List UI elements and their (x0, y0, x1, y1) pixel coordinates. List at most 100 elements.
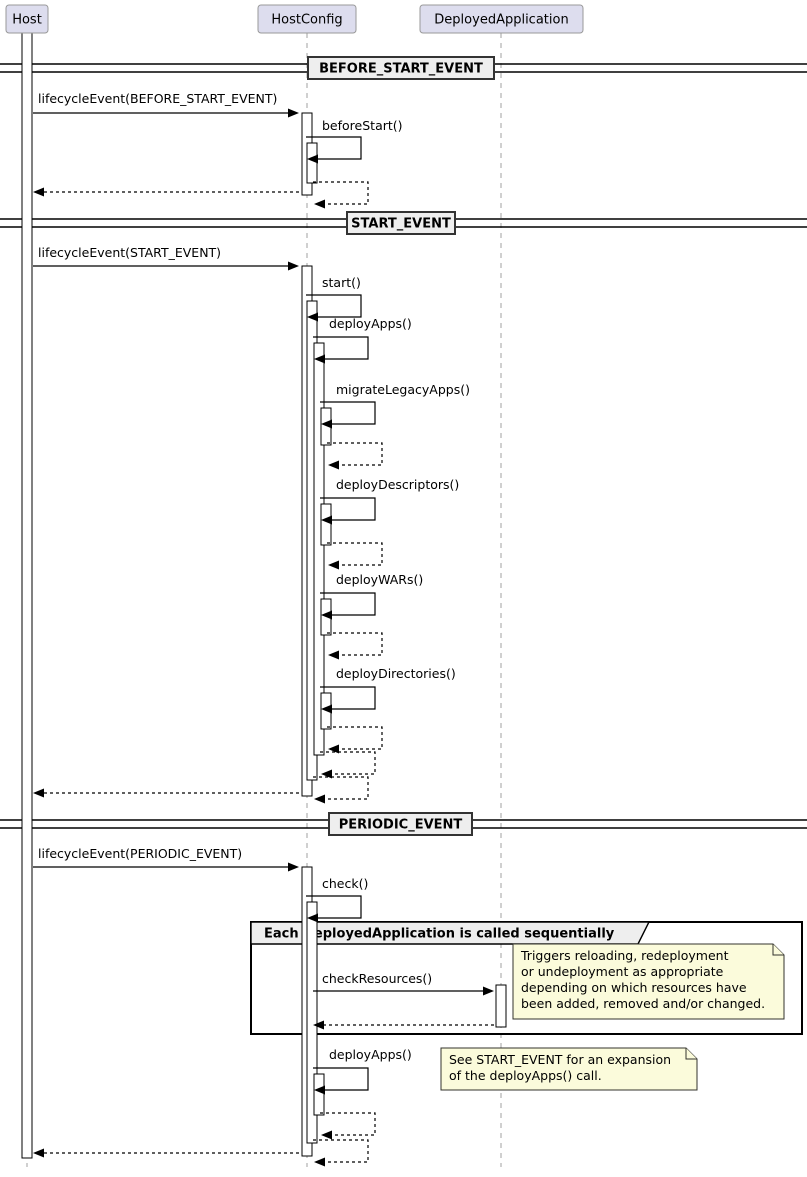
message-self-path-m6 (306, 294, 362, 318)
message-m7: deployApps() (313, 316, 412, 364)
message-self-path-m11 (327, 542, 383, 566)
message-m9 (327, 442, 383, 470)
arrowhead-left (321, 419, 332, 429)
group-each-deployed-application: Each DeployedApplication is called seque… (250, 921, 803, 1035)
message-label-m5: lifecycleEvent(START_EVENT) (38, 245, 221, 260)
arrowhead-right (288, 862, 299, 872)
note-fold-note-deploy-apps (685, 1048, 697, 1060)
message-self-path-m9 (327, 442, 383, 466)
activation-bar-a-cfg-3-s1 (306, 901, 318, 1144)
message-m16 (320, 751, 376, 779)
arrowhead-left (307, 312, 318, 322)
message-self-path-m7 (313, 336, 369, 360)
arrowhead-left (33, 1148, 44, 1158)
message-m6: start() (306, 275, 362, 322)
arrowhead-left (321, 515, 332, 525)
message-label-m14: deployDirectories() (336, 666, 456, 681)
divider-box-before-start (307, 56, 495, 80)
arrowhead-right (483, 986, 494, 996)
arrowhead-left (328, 744, 339, 754)
message-self-path-m24 (320, 1112, 376, 1136)
message-m12: deployWARs() (320, 572, 423, 620)
activation-bar-a-cfg-3-s2 (313, 1073, 325, 1116)
message-m23: deployApps() (313, 1047, 412, 1095)
message-m4 (33, 187, 299, 197)
message-self-path-m2 (306, 136, 362, 160)
note-line-note-deploy-apps-1: of the deployApps() call. (449, 1068, 602, 1083)
participant-host[interactable]: Host (5, 4, 49, 34)
message-m22 (313, 1020, 494, 1030)
lifelines-layer (26, 33, 502, 1167)
arrowhead-left (314, 794, 325, 804)
message-m11 (327, 542, 383, 570)
participants-layer: Host HostConfig DeployedApplication (5, 4, 584, 34)
divider-box-periodic (328, 812, 473, 836)
arrowhead-left (307, 913, 318, 923)
arrowhead-left (33, 788, 44, 798)
message-label-m10: deployDescriptors() (336, 477, 459, 492)
activation-bar-a-dep-1 (495, 984, 507, 1028)
arrowhead-left (314, 1157, 325, 1167)
arrowhead-left (314, 199, 325, 209)
message-self-path-m12 (320, 592, 376, 616)
activation-bar-a-host (21, 32, 33, 1159)
message-self-path-m20 (306, 895, 362, 919)
message-label-m21: checkResources() (322, 971, 432, 986)
message-self-path-m16 (320, 751, 376, 775)
message-m17 (313, 776, 369, 804)
participant-box-config[interactable] (257, 4, 357, 34)
message-m10: deployDescriptors() (320, 477, 459, 525)
participant-deploy[interactable]: DeployedApplication (419, 4, 584, 34)
message-label-m8: migrateLegacyApps() (336, 382, 470, 397)
arrowhead-right (288, 261, 299, 271)
note-line-note-check-resources-1: or undeployment as appropriate (521, 964, 724, 979)
groups-layer: Each DeployedApplication is called seque… (250, 921, 803, 1035)
activation-bar-a-cfg-2-s2 (313, 342, 325, 756)
message-m26 (33, 1148, 299, 1158)
arrowhead-left (328, 650, 339, 660)
message-self-path-m25 (313, 1139, 369, 1163)
participant-label-host: Host (12, 13, 42, 28)
note-body-note-check-resources (512, 943, 785, 1020)
note-line-note-check-resources-0: Triggers reloading, redeployment (520, 948, 729, 963)
message-m13 (327, 632, 383, 660)
arrowhead-left (313, 1020, 324, 1030)
divider-periodic: PERIODIC_EVENT (0, 812, 807, 836)
arrowhead-left (314, 1085, 325, 1095)
messages-layer: lifecycleEvent(BEFORE_START_EVENT)before… (33, 91, 494, 1167)
message-label-m1: lifecycleEvent(BEFORE_START_EVENT) (38, 91, 277, 106)
participant-config[interactable]: HostConfig (257, 4, 357, 34)
message-label-m23: deployApps() (329, 1047, 412, 1062)
arrowhead-left (328, 460, 339, 470)
note-line-note-deploy-apps-0: See START_EVENT for an expansion (449, 1052, 671, 1067)
note-body-note-deploy-apps (440, 1047, 698, 1091)
arrowhead-left (321, 704, 332, 714)
participant-box-deploy[interactable] (419, 4, 584, 34)
note-line-note-check-resources-3: been added, removed and/or changed. (521, 996, 765, 1011)
arrowhead-left (33, 187, 44, 197)
participant-label-deploy: DeployedApplication (434, 13, 568, 28)
note-fold-note-check-resources (772, 944, 784, 956)
divider-start: START_EVENT (0, 211, 807, 235)
group-header-label-each-deployed-application: Each DeployedApplication is called seque… (264, 927, 615, 942)
message-m25 (313, 1139, 369, 1167)
arrowhead-left (328, 560, 339, 570)
message-m19: lifecycleEvent(PERIODIC_EVENT) (33, 846, 299, 872)
divider-label-before-start: BEFORE_START_EVENT (319, 62, 483, 77)
arrowhead-left (321, 1130, 332, 1140)
message-self-path-m23 (313, 1067, 369, 1091)
divider-label-periodic: PERIODIC_EVENT (339, 818, 463, 833)
message-m20: check() (306, 876, 368, 923)
arrowhead-left (321, 769, 332, 779)
arrowhead-right (288, 108, 299, 118)
participant-label-config: HostConfig (271, 13, 342, 28)
message-self-path-m10 (320, 497, 376, 521)
message-m15 (327, 726, 383, 754)
participant-box-host[interactable] (5, 4, 49, 34)
message-label-m2: beforeStart() (322, 118, 403, 133)
activation-bar-a-cfg-2-s3b (320, 503, 332, 546)
message-label-m19: lifecycleEvent(PERIODIC_EVENT) (38, 846, 242, 861)
message-label-m7: deployApps() (329, 316, 412, 331)
